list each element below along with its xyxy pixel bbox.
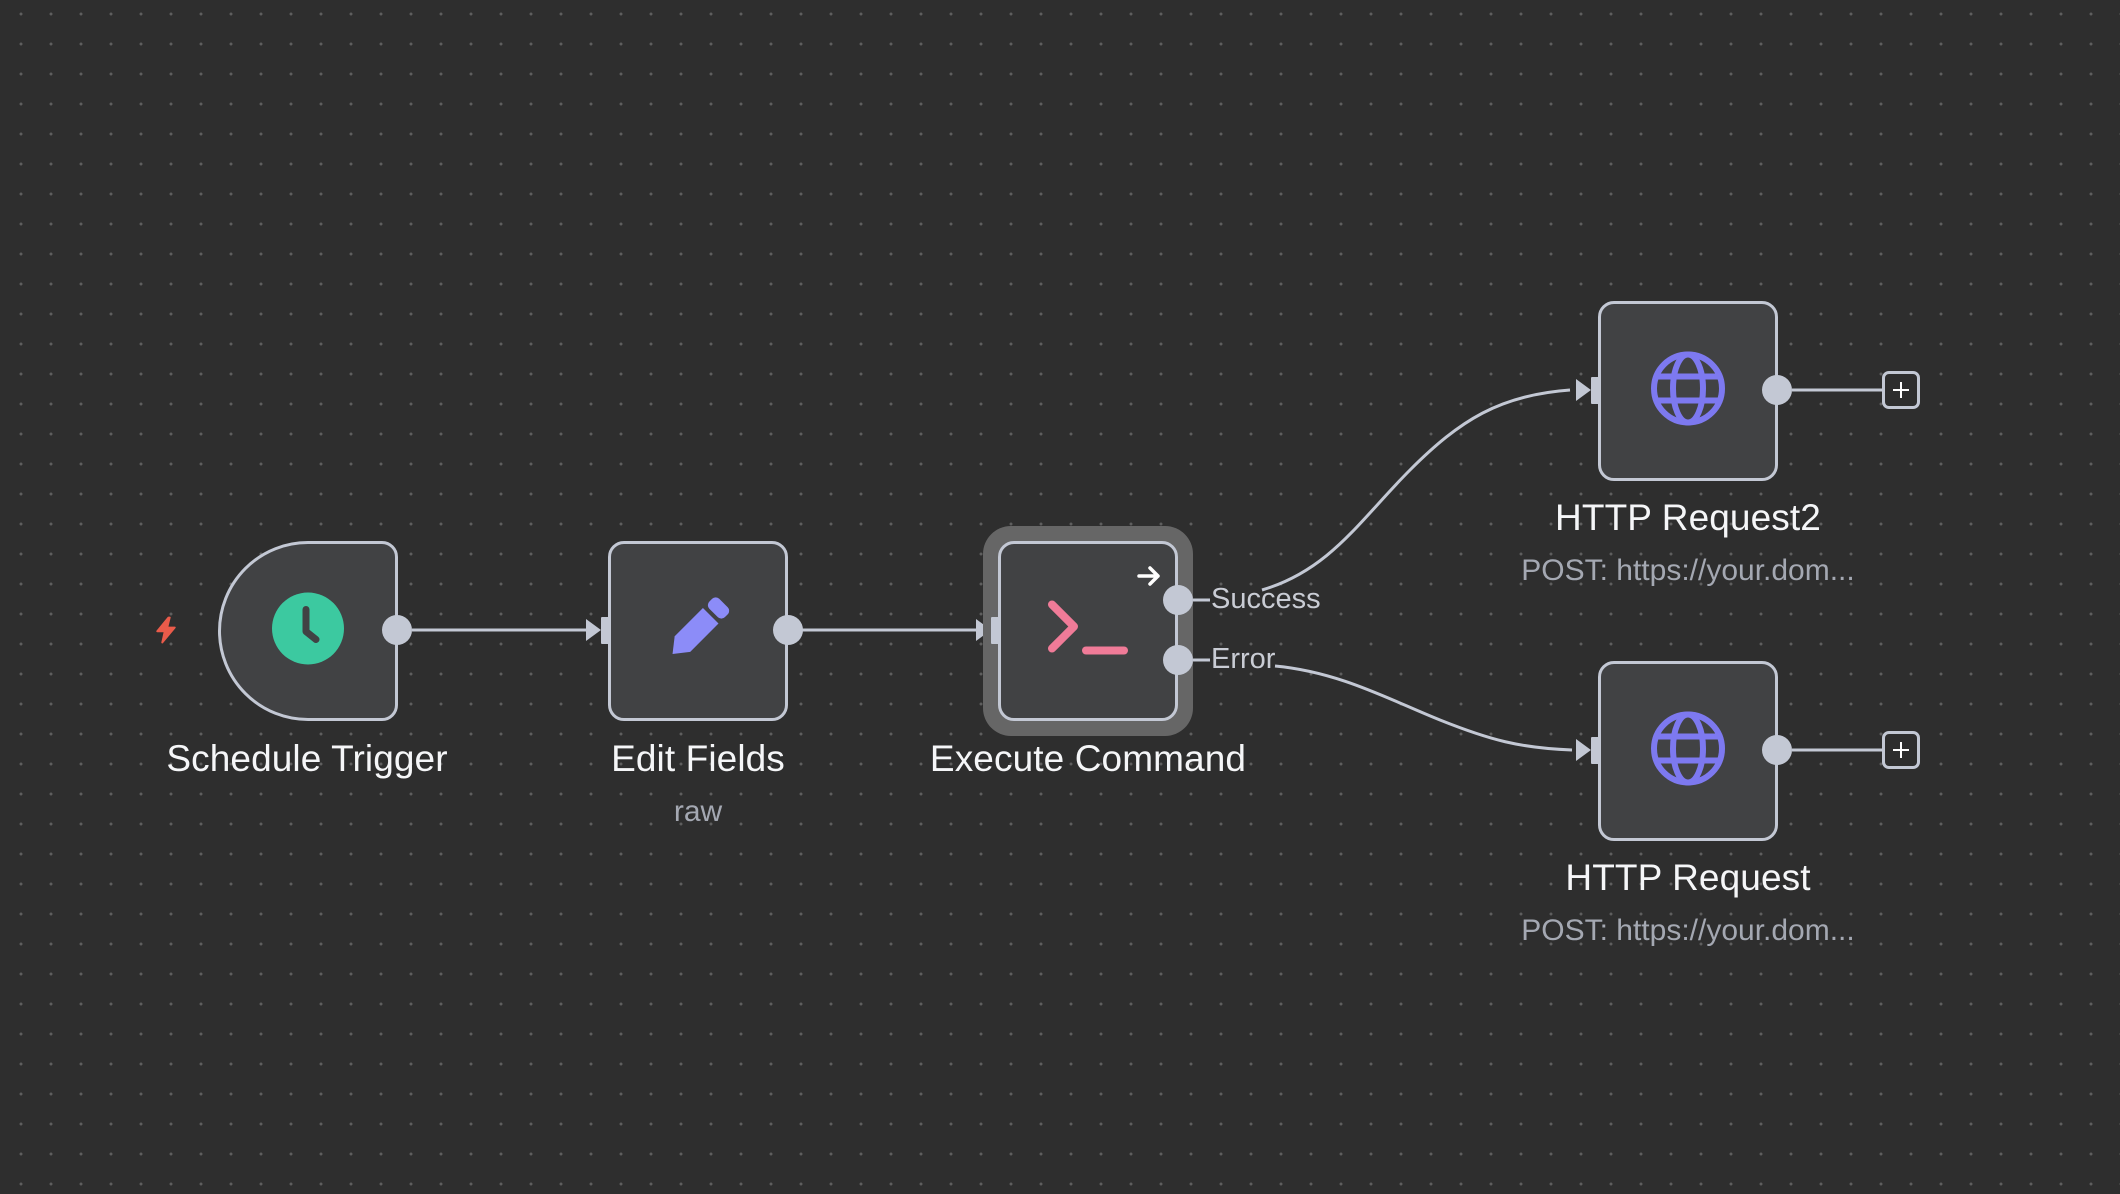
- node-title-schedule-trigger: Schedule Trigger: [166, 738, 448, 779]
- output-handle-error[interactable]: [1163, 645, 1193, 675]
- node-http-request[interactable]: [1598, 661, 1778, 841]
- pencil-icon: [658, 589, 738, 674]
- add-node-button[interactable]: [1882, 731, 1920, 769]
- node-subtitle-http-request: POST: https://your.dom...: [1521, 914, 1855, 947]
- connection-success-to-http-request2[interactable]: [1261, 388, 1571, 592]
- connection-error-to-http-request[interactable]: [1274, 664, 1573, 752]
- lightning-bolt-icon[interactable]: [151, 613, 181, 652]
- node-subtitle-http-request2: POST: https://your.dom...: [1521, 554, 1855, 587]
- clock-icon: [271, 592, 345, 671]
- output-handle-http-request2[interactable]: [1762, 375, 1792, 405]
- node-edit-fields[interactable]: [608, 541, 788, 721]
- output-handle-http-request[interactable]: [1762, 735, 1792, 765]
- output-handle-schedule-trigger[interactable]: [382, 615, 412, 645]
- node-http-request2[interactable]: [1598, 301, 1778, 481]
- port-label-success: Success: [1211, 583, 1321, 615]
- node-schedule-trigger[interactable]: [218, 541, 398, 721]
- connection-arrowhead: [586, 619, 601, 641]
- output-handle-success[interactable]: [1163, 585, 1193, 615]
- connection-arrowhead: [1576, 739, 1591, 761]
- connection-arrowhead: [1576, 379, 1591, 401]
- node-execute-command[interactable]: [998, 541, 1178, 721]
- output-handle-edit-fields[interactable]: [773, 615, 803, 645]
- node-title-edit-fields: Edit Fields: [611, 738, 785, 779]
- globe-icon: [1648, 349, 1728, 434]
- node-title-http-request: HTTP Request: [1565, 857, 1811, 898]
- terminal-icon: [1046, 599, 1130, 664]
- node-title-http-request2: HTTP Request2: [1555, 497, 1821, 538]
- node-subtitle-edit-fields: raw: [673, 795, 723, 828]
- arrow-right-icon[interactable]: [1136, 564, 1162, 593]
- add-node-button[interactable]: [1882, 371, 1920, 409]
- plus-icon: [1893, 742, 1909, 758]
- globe-icon: [1648, 709, 1728, 794]
- node-title-execute-command: Execute Command: [929, 738, 1247, 779]
- port-label-error: Error: [1211, 643, 1276, 675]
- plus-icon: [1893, 382, 1909, 398]
